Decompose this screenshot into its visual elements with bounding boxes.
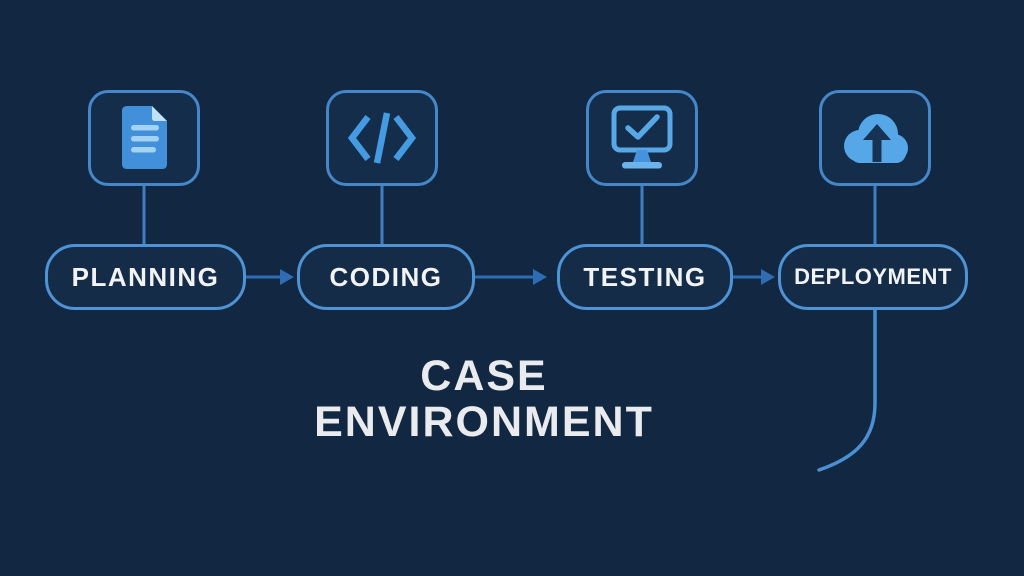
stage-pill-coding: CODING — [297, 244, 475, 310]
diagram-title-line1: CASE — [420, 352, 548, 400]
arrow-planning-to-coding — [244, 269, 294, 285]
stage-label-deployment: DEPLOYMENT — [794, 264, 952, 289]
deployment-tail-connector — [817, 303, 877, 472]
stage-pill-deployment: DEPLOYMENT — [778, 244, 968, 310]
arrow-coding-to-testing — [473, 269, 547, 285]
cloud-upload-icon — [844, 114, 908, 163]
arrow-testing-to-deployment — [731, 269, 775, 285]
planning-icon-box — [88, 90, 200, 186]
coding-icon-box — [326, 90, 438, 186]
deployment-icon-box — [819, 90, 931, 186]
stage-label-testing: TESTING — [583, 261, 707, 292]
stage-pill-testing: TESTING — [557, 244, 733, 310]
diagram-title-line2: ENVIRONMENT — [314, 398, 654, 446]
document-icon — [122, 106, 167, 169]
diagram-title: CASE ENVIRONMENT — [164, 353, 804, 445]
stage-label-coding: CODING — [329, 261, 443, 292]
stage-label-planning: PLANNING — [71, 261, 220, 292]
testing-icon-box — [586, 90, 698, 186]
stage-pill-planning: PLANNING — [45, 244, 246, 310]
monitor-check-icon — [611, 105, 673, 169]
code-icon — [347, 112, 417, 164]
